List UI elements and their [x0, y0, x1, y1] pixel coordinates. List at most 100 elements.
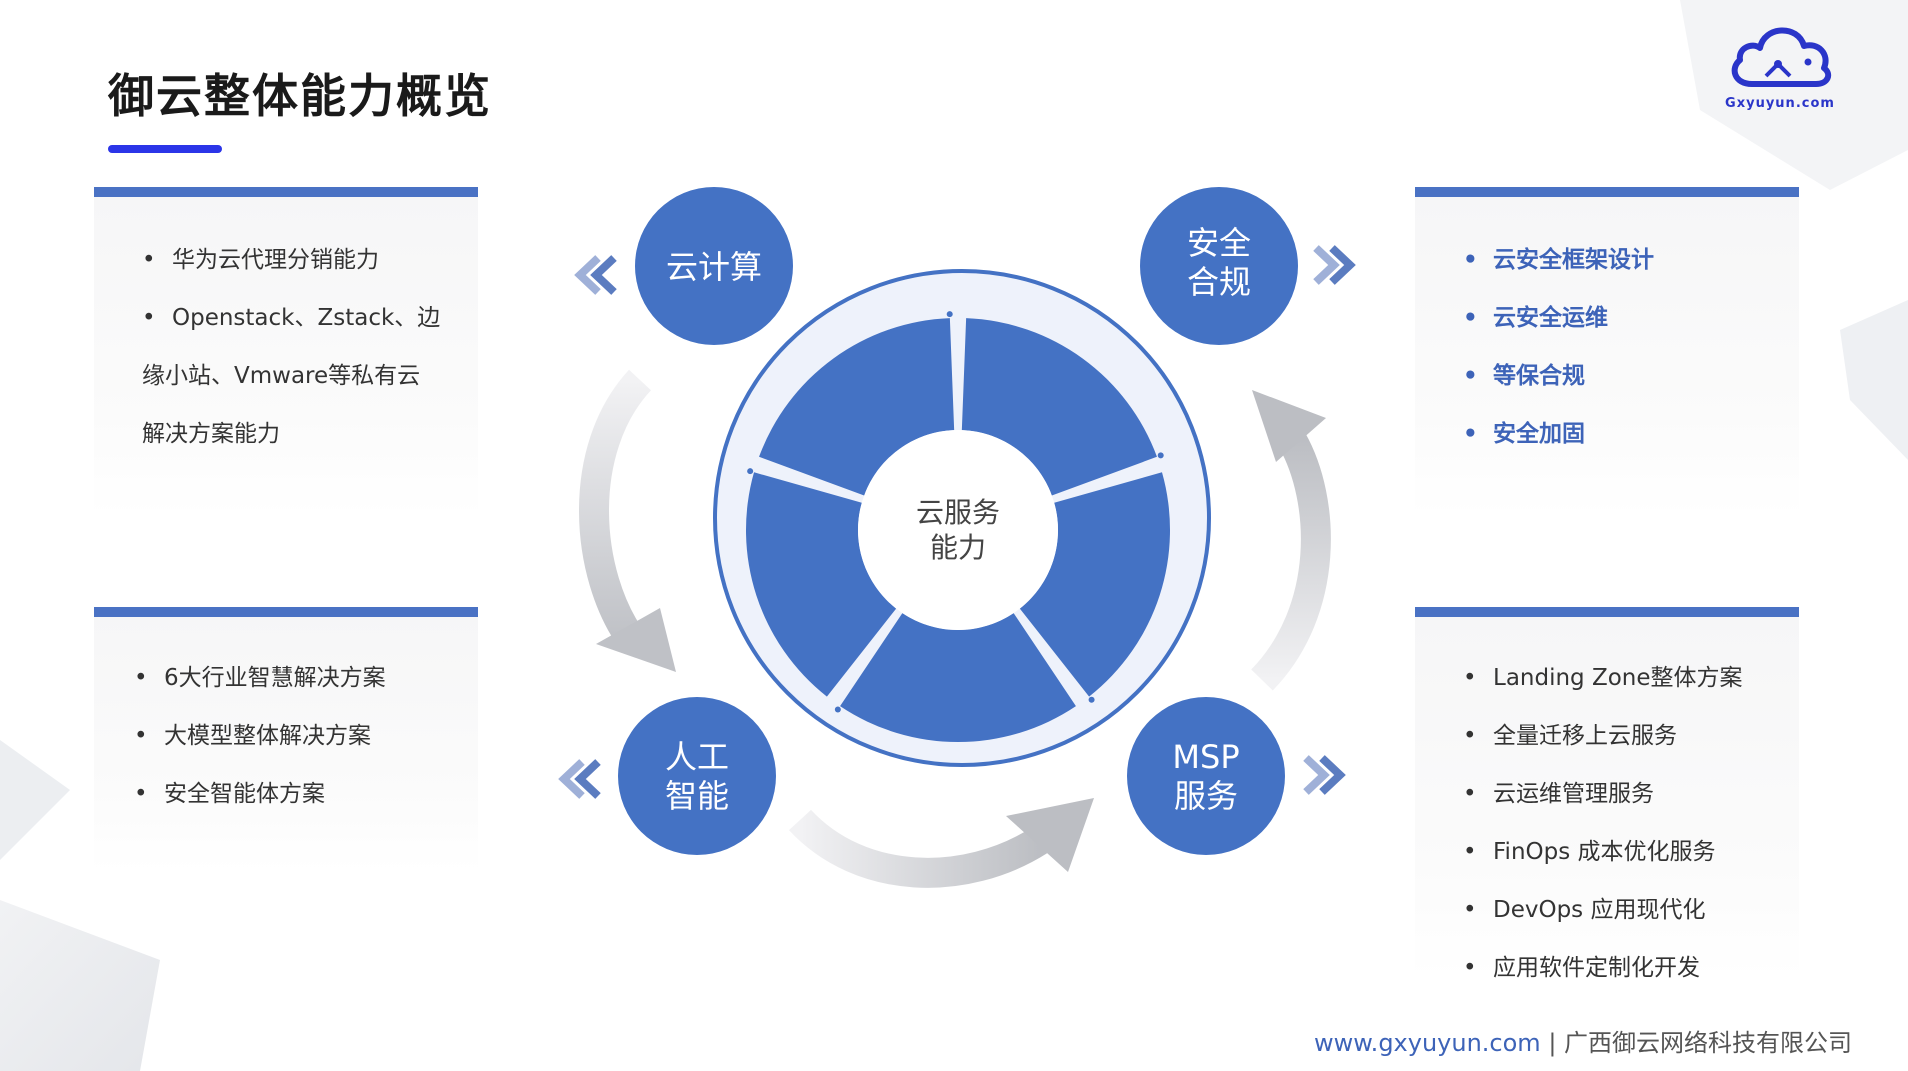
flow-arrow-bottom [788, 798, 1094, 888]
bullet-icon: • [142, 305, 156, 331]
chevron-right-icon [1313, 245, 1356, 285]
list-item-text: 应用软件定制化开发 [1493, 955, 1700, 981]
panel-top-bar [94, 187, 478, 197]
list-item-continuation: 解决方案能力 [142, 405, 452, 463]
node-ai[interactable]: 人工 智能 [618, 697, 776, 855]
bullet-icon: • [1463, 421, 1478, 447]
list-item-text: 云安全运维 [1493, 305, 1608, 331]
panel-top-bar [1415, 187, 1799, 197]
list-item: •6大行业智慧解决方案 [134, 649, 464, 707]
list-item-text: 等保合规 [1493, 363, 1585, 389]
list-item: • 等保合规 [1463, 347, 1783, 405]
node-label-line1: 人工 [665, 738, 729, 776]
bullet-icon: • [1463, 665, 1477, 691]
list-item-text: 大模型整体解决方案 [164, 723, 371, 749]
security-panel: • 云安全框架设计 • 云安全运维 • 等保合规 • 安全加固 [1415, 187, 1799, 517]
bullet-icon: • [1463, 305, 1478, 331]
center-label-line1: 云服务 [916, 496, 1000, 529]
donut-segment [746, 472, 897, 697]
node-cloud-computing[interactable]: 云计算 [635, 187, 793, 345]
list-item-text: 安全加固 [1493, 421, 1585, 447]
flow-arrow-right [1250, 390, 1331, 691]
service-capability-diagram: 云服务 能力 云计算 安全 合规 人工 智能 MSP 服务 [558, 187, 1356, 888]
node-security[interactable]: 安全 合规 [1140, 187, 1298, 345]
title-underline [108, 145, 222, 153]
list-item: • 云安全运维 [1463, 289, 1783, 347]
list-item: • 大模型整体解决方案 [134, 707, 464, 765]
donut-segment-tip [834, 706, 841, 713]
list-item: • 华为云代理分销能力 [142, 231, 452, 289]
bullet-icon: • [134, 781, 148, 807]
bullet-icon: • [1463, 247, 1478, 273]
bullet-icon: • [1463, 781, 1477, 807]
list-item-text: 全量迁移上云服务 [1493, 723, 1677, 749]
footer-company: 广西御云网络科技有限公司 [1564, 1029, 1853, 1057]
list-item-text: 华为云代理分销能力 [172, 247, 379, 273]
ai-list: •6大行业智慧解决方案 • 大模型整体解决方案 • 安全智能体方案 [134, 649, 464, 823]
bullet-icon: • [1463, 363, 1478, 389]
chevron-right-icon [1303, 755, 1346, 795]
capability-donut [746, 311, 1170, 742]
chevron-left-icon [558, 759, 601, 799]
list-item: • FinOps 成本优化服务 [1463, 823, 1793, 881]
donut-segment-tip [1088, 696, 1095, 703]
list-item: • 安全加固 [1463, 405, 1783, 463]
list-item-text: Landing Zone整体方案 [1493, 665, 1743, 691]
list-item: • 安全智能体方案 [134, 765, 464, 823]
donut-segment [1019, 472, 1170, 697]
center-label-line2: 能力 [930, 531, 986, 564]
list-item-text: FinOps 成本优化服务 [1493, 839, 1716, 865]
list-item: • DevOps 应用现代化 [1463, 881, 1793, 939]
list-item: • 云安全框架设计 [1463, 231, 1783, 289]
list-item-text: 云安全框架设计 [1493, 247, 1654, 273]
bullet-icon: • [1463, 723, 1477, 749]
donut-segment [840, 613, 1076, 742]
bullet-icon: • [1463, 839, 1477, 865]
donut-segment-tip [946, 311, 953, 318]
list-item-text: 安全智能体方案 [164, 781, 325, 807]
list-item-text: 云运维管理服务 [1493, 781, 1654, 807]
page-title: 御云整体能力概览 [108, 69, 492, 123]
list-item-text: DevOps 应用现代化 [1493, 897, 1706, 923]
cloud-logo-icon [1731, 27, 1832, 87]
donut-segment-tip [747, 468, 754, 475]
list-item-text: Openstack、Zstack、边 [172, 305, 441, 331]
node-label-line2: 智能 [665, 777, 729, 815]
node-label: 云计算 [666, 248, 762, 286]
panel-top-bar [1415, 607, 1799, 617]
list-item-text: 缘小站、Vmware等私有云 [142, 363, 421, 389]
footer-separator: | [1540, 1029, 1565, 1057]
center-circle [858, 430, 1058, 630]
node-label-line2: 合规 [1187, 263, 1251, 301]
list-item: • 应用软件定制化开发 [1463, 939, 1793, 997]
flow-arrow-left [579, 369, 676, 672]
list-item: • 云运维管理服务 [1463, 765, 1793, 823]
logo-text: Gxyuyun.com [1725, 96, 1835, 111]
panel-top-bar [94, 607, 478, 617]
footer-url-link[interactable]: www.gxyuyun.com [1314, 1029, 1541, 1057]
list-item: • 全量迁移上云服务 [1463, 707, 1793, 765]
node-label-line1: MSP [1172, 738, 1239, 776]
msp-list: • Landing Zone整体方案 • 全量迁移上云服务 • 云运维管理服务 • Fi… [1463, 649, 1793, 997]
donut-segment [759, 318, 955, 496]
bullet-icon: • [1463, 955, 1477, 981]
bullet-icon: • [142, 247, 156, 273]
bullet-icon: • [134, 723, 148, 749]
cloud-computing-list: • 华为云代理分销能力 • Openstack、Zstack、边 缘小站、Vmwar… [142, 231, 452, 463]
company-logo: Gxyuyun.com [1718, 18, 1842, 114]
bullet-icon: • [1463, 897, 1477, 923]
bullet-icon: • [134, 665, 148, 691]
cloud-computing-panel: • 华为云代理分销能力 • Openstack、Zstack、边 缘小站、Vmwar… [94, 187, 478, 517]
list-item-continuation: 缘小站、Vmware等私有云 [142, 347, 452, 405]
ai-panel: •6大行业智慧解决方案 • 大模型整体解决方案 • 安全智能体方案 [94, 607, 478, 872]
donut-segment-tip [1157, 452, 1164, 459]
donut-segment [961, 318, 1157, 496]
list-item: • Landing Zone整体方案 [1463, 649, 1793, 707]
list-item-text: 解决方案能力 [142, 421, 280, 447]
node-msp[interactable]: MSP 服务 [1127, 697, 1285, 855]
msp-panel: • Landing Zone整体方案 • 全量迁移上云服务 • 云运维管理服务 • Fi… [1415, 607, 1799, 981]
chevron-left-icon [574, 255, 617, 295]
list-item: • Openstack、Zstack、边 [142, 289, 452, 347]
security-list: • 云安全框架设计 • 云安全运维 • 等保合规 • 安全加固 [1463, 231, 1783, 463]
footer: www.gxyuyun.com | 广西御云网络科技有限公司 [1314, 1023, 1852, 1058]
